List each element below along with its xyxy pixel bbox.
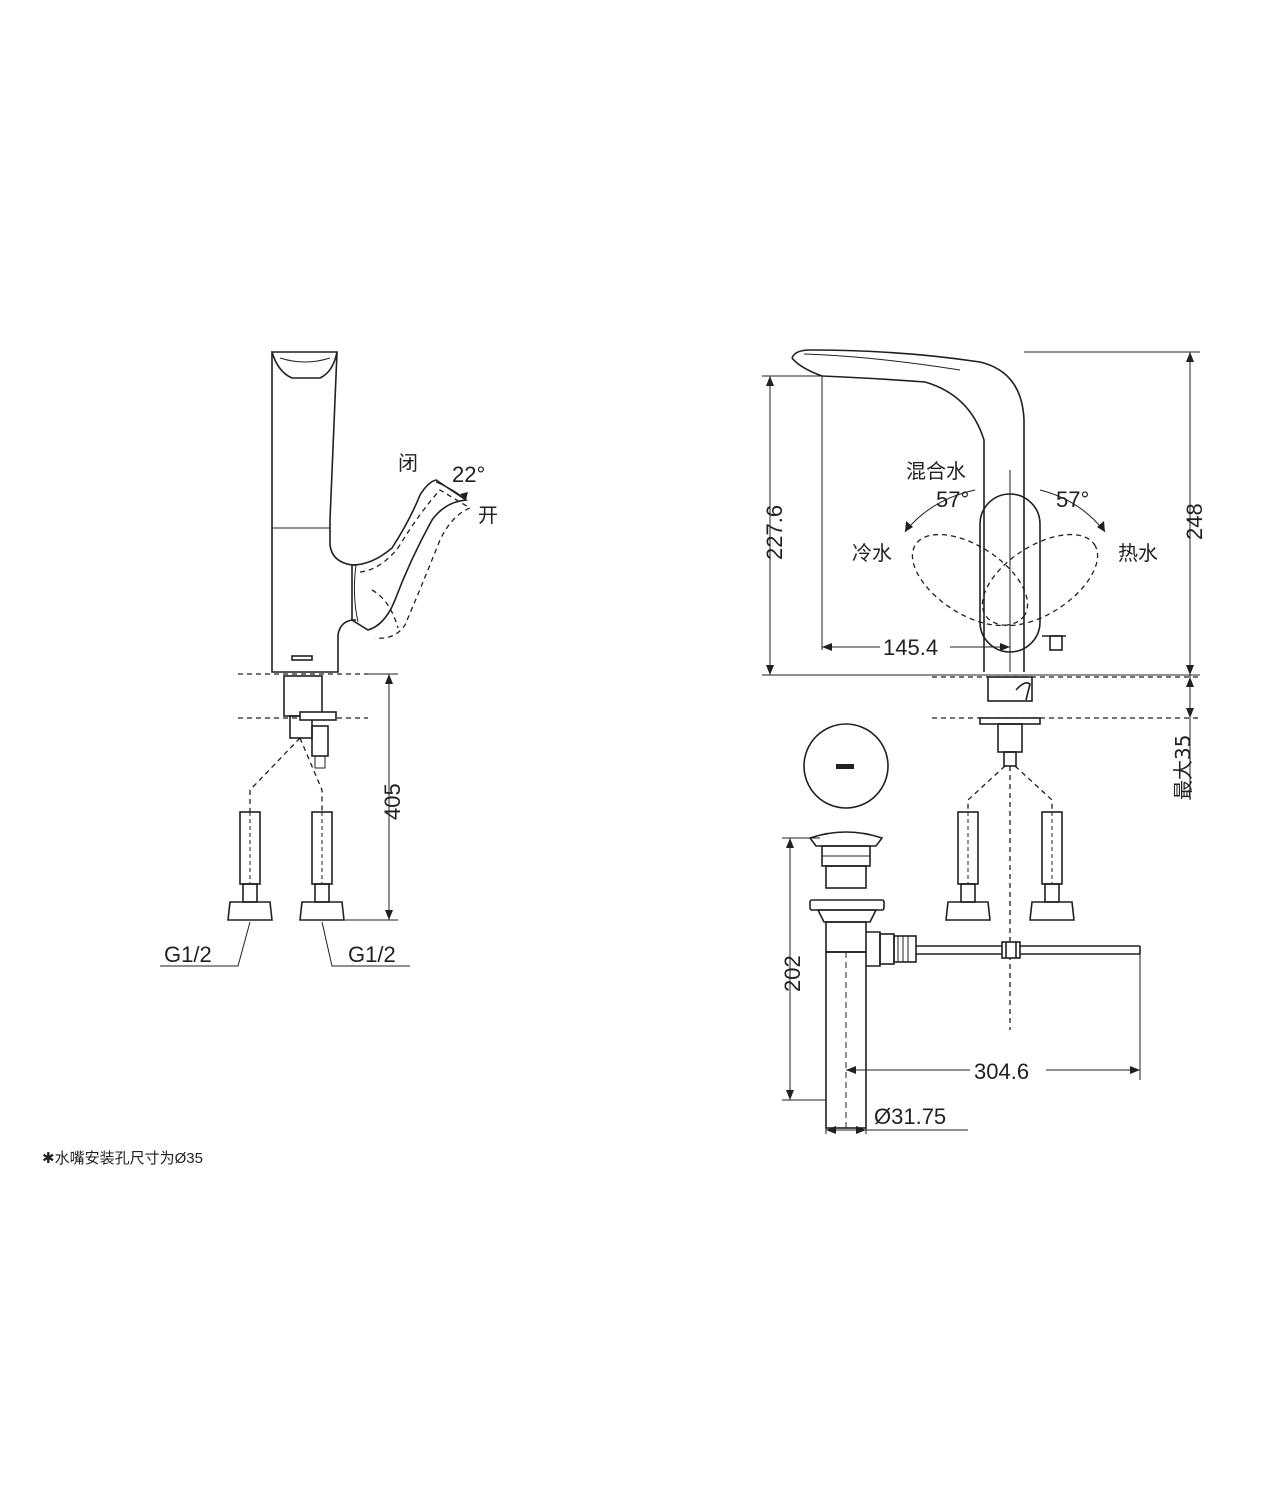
- thread-left: G1/2: [164, 942, 212, 967]
- dim-max-35: 最大35: [1171, 735, 1195, 800]
- label-cold: 冷水: [852, 541, 892, 565]
- dim-202: 202: [780, 955, 805, 992]
- angle-left: 57°: [936, 487, 969, 512]
- dim-145-4: 145.4: [883, 635, 938, 660]
- dim-227-6: 227.6: [762, 505, 787, 560]
- footnote: ✱水嘴安装孔尺寸为Ø35: [42, 1150, 203, 1167]
- label-angle-22: 22°: [452, 462, 485, 487]
- front-view-faucet: 混合水 57° 57° 冷水 热水 227.6 248 145.4 最大35: [762, 349, 1207, 1030]
- dim-248: 248: [1182, 503, 1207, 540]
- drain-assembly: 202 304.6 Ø31.75: [780, 723, 1141, 1134]
- angle-right: 57°: [1056, 487, 1089, 512]
- hose-front-left: [945, 811, 991, 921]
- label-close: 闭: [398, 451, 418, 475]
- hose-right: [299, 811, 345, 921]
- label-open: 开: [478, 503, 498, 527]
- thread-right: G1/2: [348, 942, 396, 967]
- dim-405: 405: [380, 783, 405, 820]
- hose-front-right: [1029, 811, 1075, 921]
- label-hot: 热水: [1118, 541, 1158, 565]
- hose-left: [227, 811, 273, 921]
- dim-304-6: 304.6: [974, 1059, 1029, 1084]
- dim-diameter: Ø31.75: [874, 1104, 946, 1129]
- stopper-top-view: [803, 723, 889, 809]
- label-mix: 混合水: [906, 459, 966, 483]
- side-view-faucet: 闭 22° 开 405: [160, 351, 498, 967]
